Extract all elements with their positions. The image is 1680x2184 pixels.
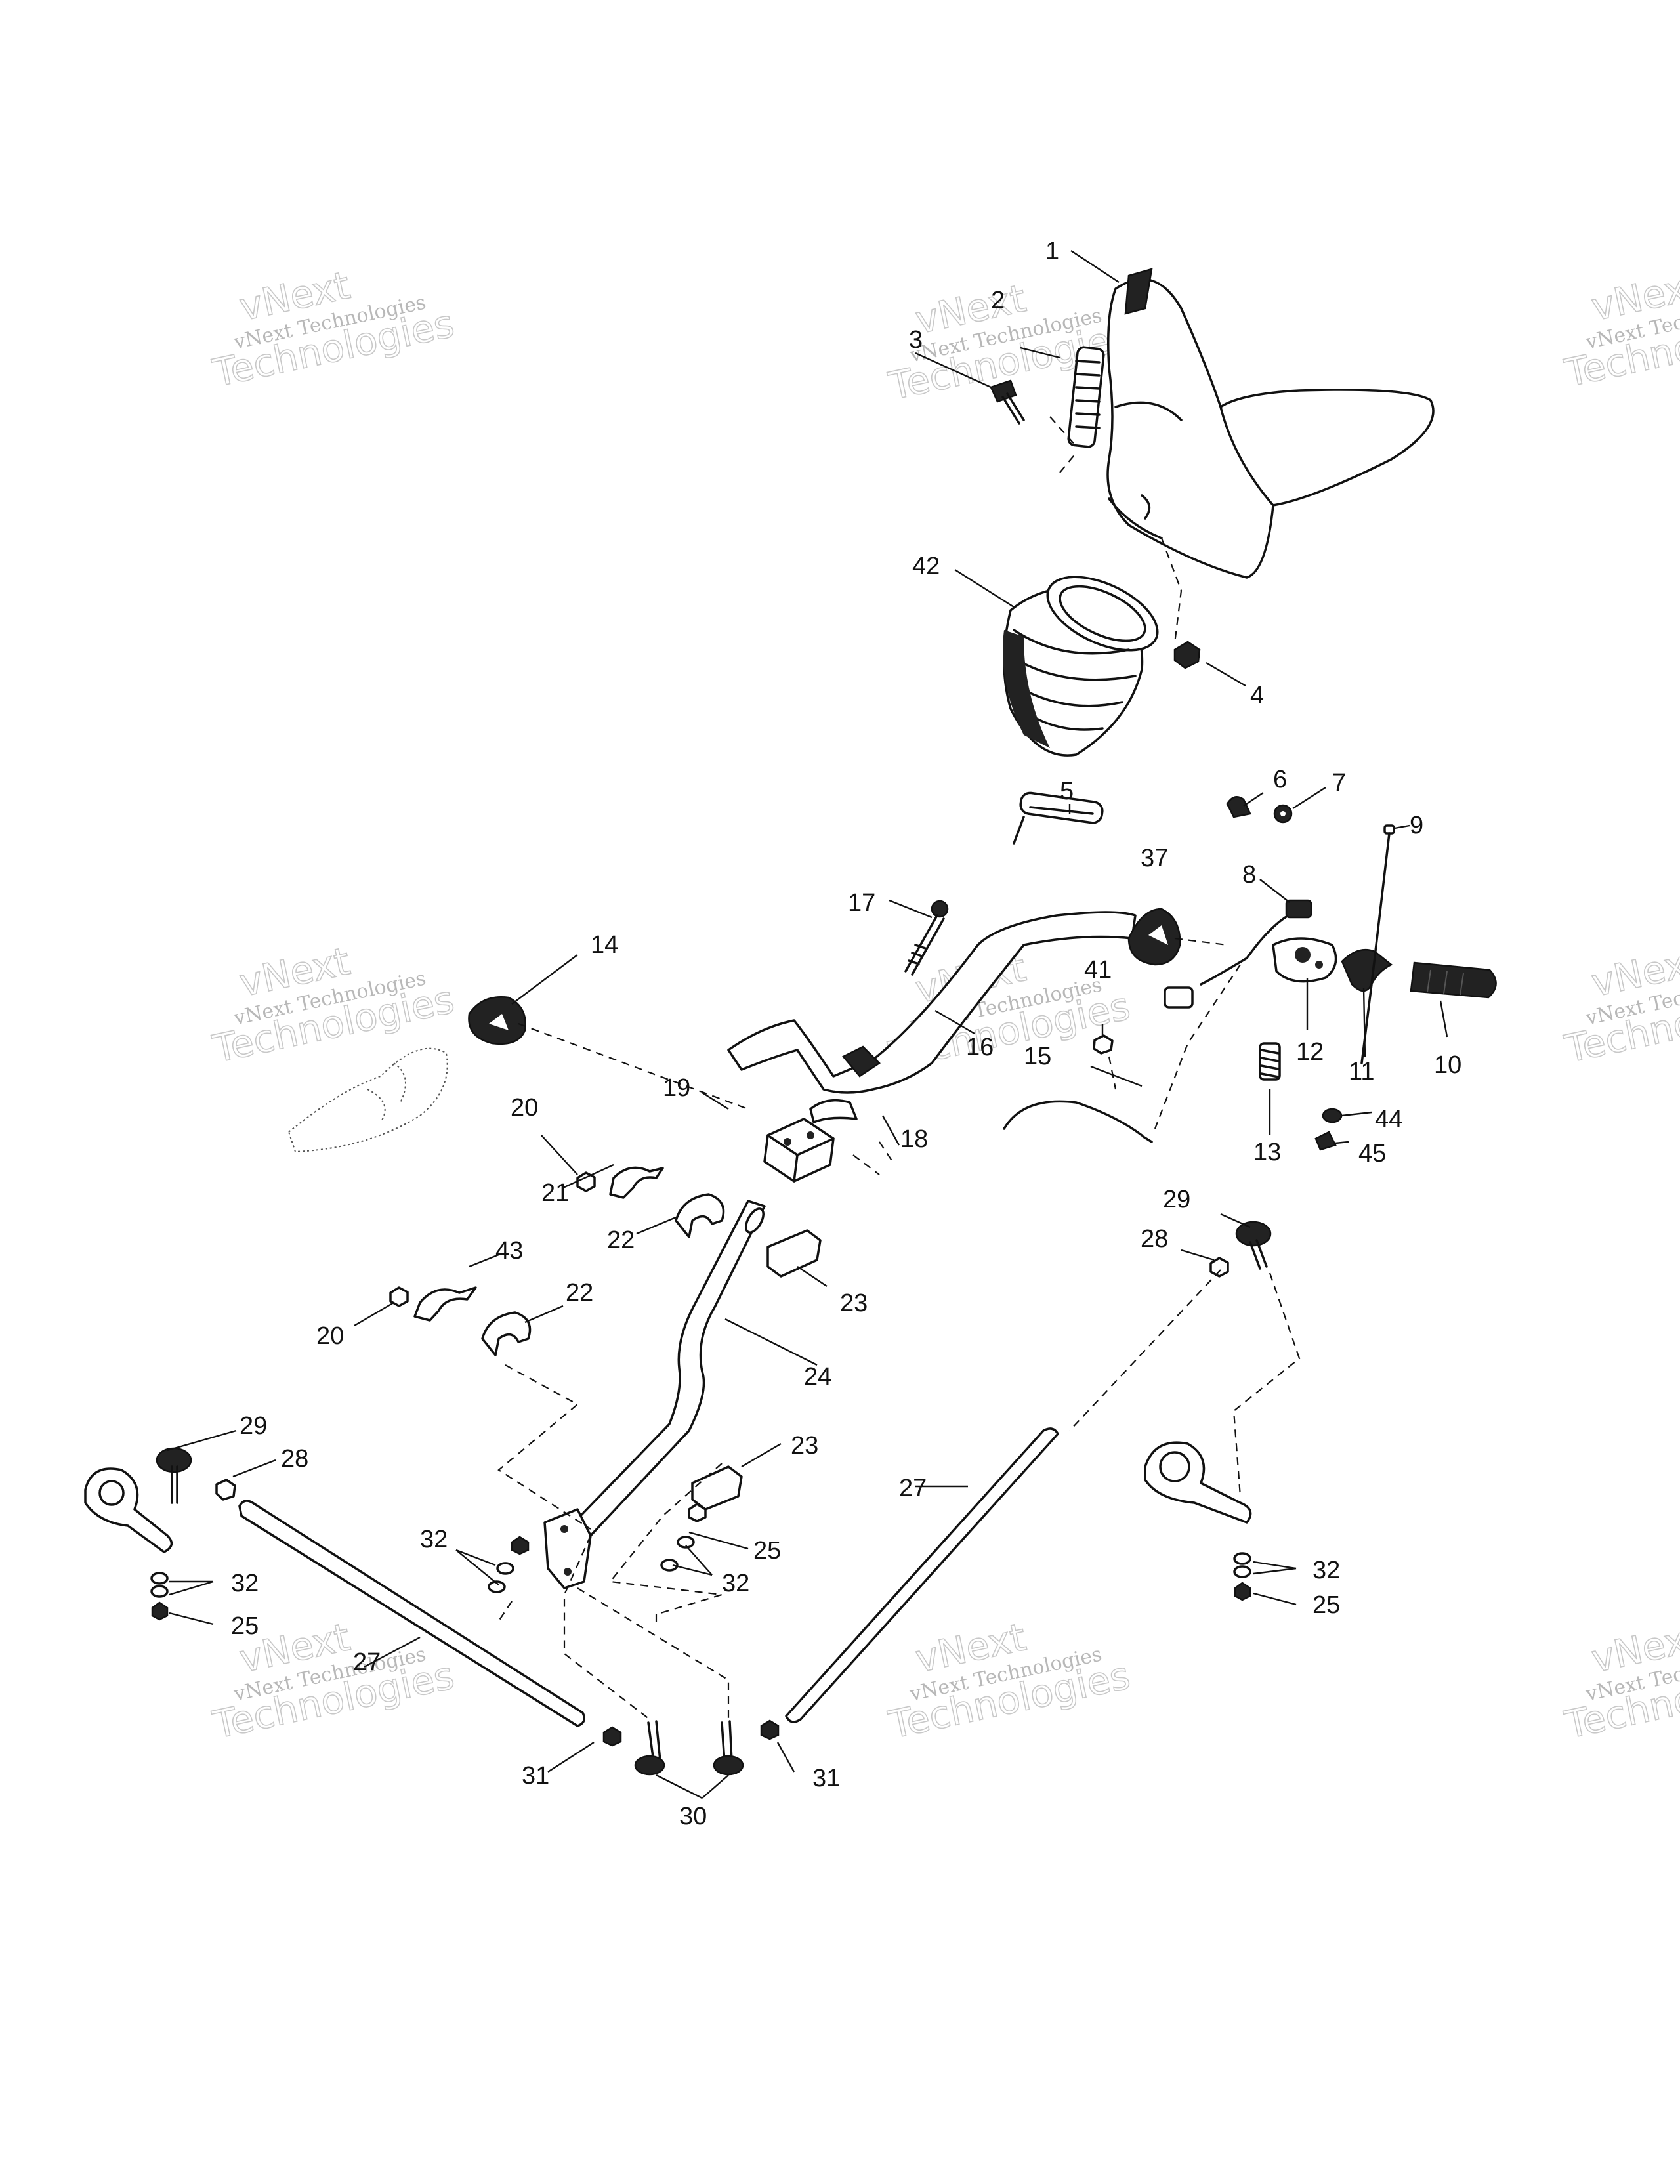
- callout-25-center: 25: [753, 1537, 781, 1564]
- callout-10: 10: [1434, 1051, 1461, 1079]
- callout-25-right: 25: [1312, 1591, 1340, 1619]
- bushing-37: [1127, 908, 1181, 966]
- clamp-21: [609, 1166, 664, 1199]
- callout-8: 8: [1242, 861, 1256, 889]
- callout-13: 13: [1253, 1139, 1281, 1166]
- callout-21: 21: [541, 1179, 569, 1207]
- steering-boot: [1003, 576, 1159, 757]
- callout-25-left: 25: [231, 1612, 259, 1640]
- washer-44: [1322, 1108, 1343, 1124]
- watermark: vNext vNext Technologies Technologies: [1560, 262, 1680, 396]
- handlebar-grip: [1410, 961, 1497, 999]
- callout-23-upper: 23: [840, 1290, 868, 1317]
- tie-rod-right: [785, 1427, 1059, 1723]
- callout-12: 12: [1296, 1038, 1324, 1066]
- callout-37: 37: [1141, 845, 1168, 872]
- callout-32-right: 32: [1312, 1557, 1340, 1584]
- callout-labels: 1 2 3 4 5 6 7 8 9 10 11 12 13 14 15 16 1…: [231, 238, 1461, 1830]
- callout-14: 14: [591, 931, 618, 959]
- grille-panel: [1067, 346, 1105, 448]
- spring-13: [1259, 1042, 1281, 1081]
- callout-28-left: 28: [281, 1445, 308, 1473]
- stud-30-right: [713, 1719, 780, 1776]
- column-bottom-bracket: [543, 1508, 592, 1589]
- reference-outline: [287, 1047, 448, 1153]
- callout-27-right: 27: [899, 1475, 927, 1502]
- callout-43: 43: [495, 1237, 523, 1265]
- callout-27-left: 27: [353, 1648, 381, 1676]
- clamp-43: [413, 1286, 477, 1322]
- bushing-22-upper: [675, 1193, 725, 1238]
- callout-45: 45: [1358, 1140, 1386, 1167]
- ball-joint-left: [156, 1447, 236, 1504]
- column-fasteners: [488, 1503, 707, 1593]
- callout-31-right: 31: [812, 1765, 840, 1792]
- callout-32-center-right: 32: [722, 1570, 749, 1597]
- assembly-lines: [497, 416, 1301, 1720]
- callout-32-center-left: 32: [420, 1526, 448, 1553]
- nut-4: [1173, 640, 1201, 669]
- callout-28-right: 28: [1141, 1225, 1168, 1253]
- washer-stack-left: [150, 1572, 169, 1621]
- bushing-22-lower: [481, 1311, 532, 1356]
- bolt-3: [990, 379, 1025, 425]
- nut-41: [1093, 1034, 1114, 1055]
- callout-11: 11: [1349, 1058, 1374, 1085]
- washer-stack-right: [1233, 1552, 1251, 1601]
- callout-20-upper: 20: [511, 1094, 538, 1122]
- callout-20-lower: 20: [316, 1322, 344, 1350]
- callout-24: 24: [804, 1363, 831, 1391]
- bolt-17: [904, 900, 949, 976]
- sleeve-5: [1013, 791, 1104, 845]
- callout-16: 16: [966, 1034, 994, 1061]
- callout-17: 17: [848, 889, 875, 917]
- column-head: [763, 1118, 835, 1183]
- callout-1: 1: [1045, 238, 1059, 265]
- screw-45: [1314, 1131, 1337, 1151]
- nut-20-lower: [389, 1286, 409, 1307]
- callout-23-lower: 23: [791, 1432, 818, 1460]
- callout-30: 30: [679, 1803, 707, 1830]
- callout-41: 41: [1084, 956, 1112, 984]
- steering-arm-left: [84, 1467, 173, 1553]
- callout-4: 4: [1250, 682, 1264, 709]
- callout-18: 18: [900, 1125, 928, 1153]
- cable-15: [1003, 1100, 1153, 1143]
- callout-5: 5: [1060, 778, 1074, 805]
- screw-6: [1226, 796, 1251, 818]
- block-23-upper: [766, 1229, 822, 1278]
- callout-7: 7: [1332, 769, 1346, 797]
- console-cover: [1106, 278, 1435, 579]
- callout-29-left: 29: [240, 1412, 267, 1440]
- nut-20-upper: [576, 1171, 596, 1192]
- bushing-14: [468, 996, 526, 1045]
- callout-19: 19: [663, 1074, 690, 1102]
- handlebar: [727, 911, 1137, 1094]
- ball-joint-right: [1209, 1221, 1272, 1278]
- callout-22-upper: 22: [607, 1227, 635, 1254]
- trim-screw: [1124, 268, 1153, 315]
- callout-22-lower: 22: [566, 1279, 593, 1307]
- block-23-lower: [691, 1465, 743, 1511]
- tie-rod-left: [238, 1500, 585, 1727]
- callout-3: 3: [909, 326, 923, 354]
- callout-44: 44: [1375, 1106, 1402, 1133]
- nut-7: [1273, 804, 1293, 824]
- callout-15: 15: [1024, 1043, 1051, 1070]
- callout-42: 42: [912, 553, 940, 580]
- handlebar-clamp: [809, 1045, 881, 1124]
- leader-lines: [167, 249, 1448, 1799]
- stud-30-left: [602, 1720, 665, 1776]
- throttle-housing: [1164, 899, 1337, 1009]
- steering-arm-right: [1144, 1441, 1252, 1524]
- throttle-lever: [1341, 948, 1393, 992]
- callout-9: 9: [1410, 812, 1423, 839]
- callout-32-left: 32: [231, 1570, 259, 1597]
- callout-2: 2: [991, 287, 1005, 314]
- callout-31-left: 31: [522, 1762, 549, 1790]
- callout-6: 6: [1273, 766, 1287, 793]
- callout-29-right: 29: [1163, 1186, 1190, 1213]
